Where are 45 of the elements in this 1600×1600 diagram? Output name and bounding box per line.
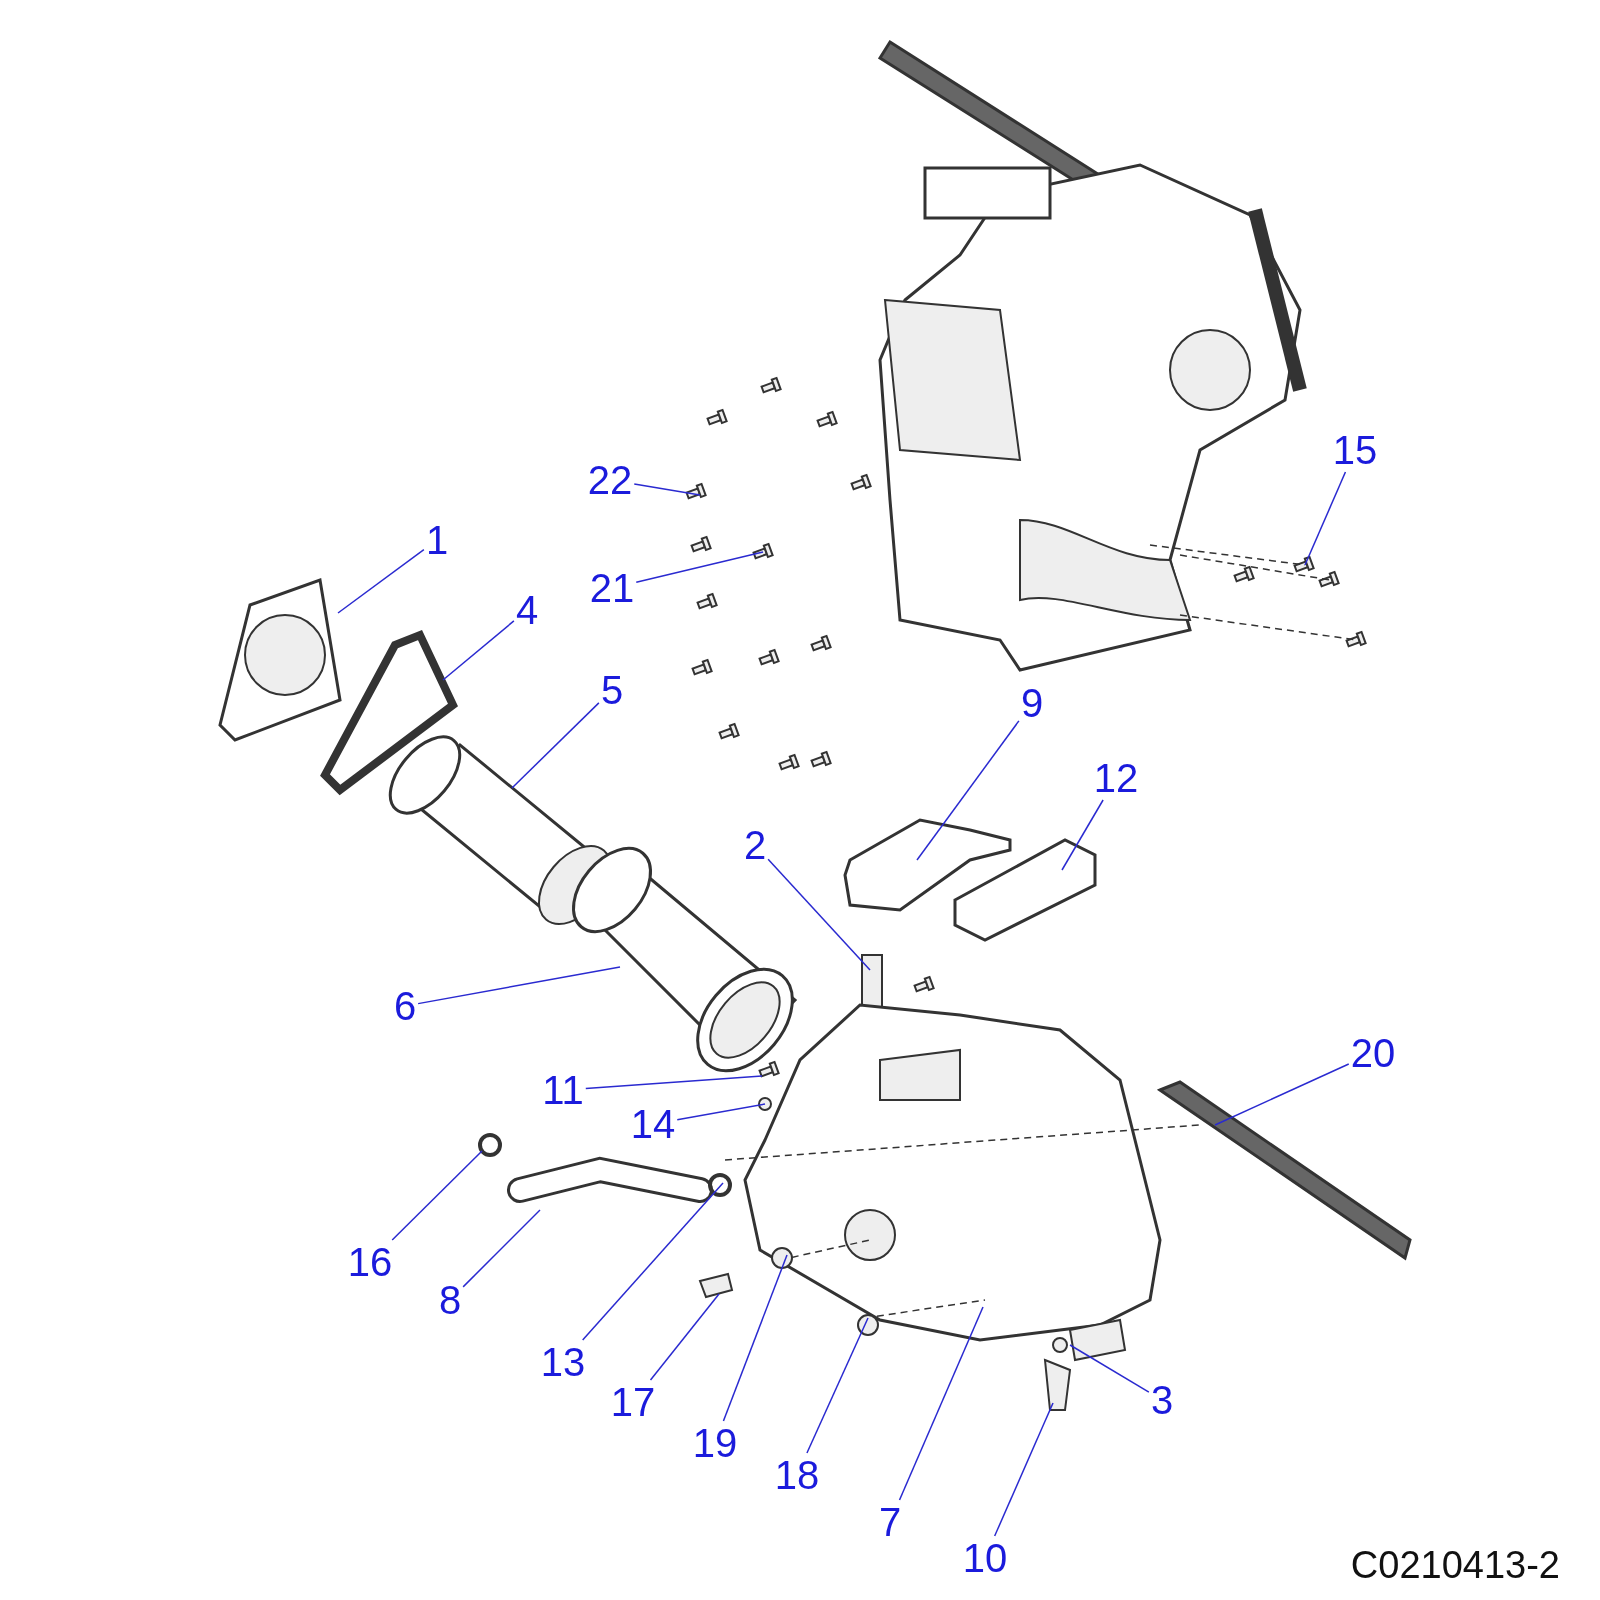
leader-line (585, 1075, 763, 1090)
drawing-number: C0210413-2 (1350, 1545, 1560, 1585)
leader-line (1304, 471, 1347, 566)
callout-number: 10 (962, 1538, 1008, 1578)
leader-line (649, 1293, 720, 1381)
callout-number: 21 (589, 568, 635, 608)
leader-line (676, 1103, 766, 1121)
leader-line (767, 858, 871, 971)
leader-line (337, 548, 425, 614)
callout-number: 19 (692, 1423, 738, 1463)
callout-number: 3 (1150, 1380, 1174, 1420)
callout-number: 13 (540, 1342, 586, 1382)
callout-number: 11 (542, 1070, 584, 1110)
leader-line (635, 551, 764, 583)
leader-line (993, 1402, 1054, 1537)
leader-line (633, 483, 701, 496)
leader-line (1214, 1063, 1350, 1126)
leader-line (1061, 799, 1104, 871)
callout-number: 2 (743, 825, 767, 865)
leader-line (806, 1317, 869, 1454)
callout-number: 7 (878, 1502, 902, 1542)
callout-number: 6 (393, 986, 417, 1026)
leader-line (898, 1306, 984, 1501)
callout-number: 22 (587, 460, 633, 500)
leader-line (581, 1182, 724, 1341)
callout-number: 20 (1350, 1033, 1396, 1073)
leader-line (391, 1150, 483, 1241)
leader-line (442, 620, 515, 681)
callout-number: 15 (1332, 430, 1378, 470)
callout-number: 5 (600, 670, 624, 710)
callout-number: 14 (630, 1104, 676, 1144)
leader-line (462, 1209, 541, 1288)
callout-number: 9 (1020, 683, 1044, 723)
callout-number: 4 (515, 590, 539, 630)
leader-line (722, 1254, 788, 1422)
leader-line (511, 702, 600, 789)
callout-number: 17 (610, 1382, 656, 1422)
callout-number: 8 (438, 1280, 462, 1320)
callout-number: 16 (347, 1242, 393, 1282)
leader-line (417, 966, 621, 1005)
leader-line (916, 720, 1020, 861)
callout-number: 18 (774, 1455, 820, 1495)
callout-number: 12 (1093, 758, 1139, 798)
callout-number: 1 (425, 520, 449, 560)
leader-line (1069, 1344, 1150, 1393)
